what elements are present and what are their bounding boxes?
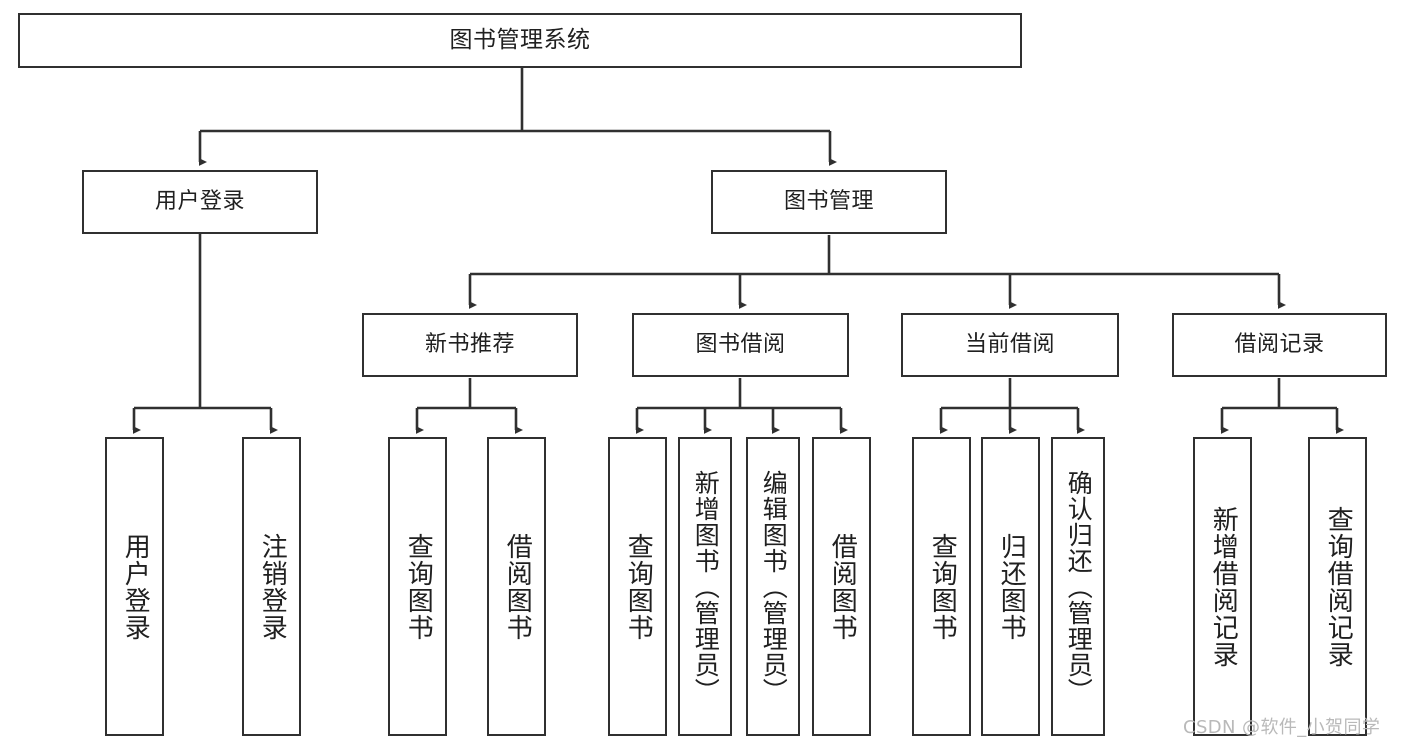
node-label: 查询借阅记录 [1323, 505, 1354, 668]
node-label: 用户登录 [154, 189, 245, 215]
node-label: 当前借阅 [964, 332, 1055, 358]
node-label: 图书管理 [783, 189, 874, 215]
leaf-logout[interactable]: 注销登录 [242, 437, 301, 736]
node-book-borrow[interactable]: 图书借阅 [632, 313, 849, 377]
leaf-borrow-book-recommend[interactable]: 借阅图书 [487, 437, 546, 736]
node-label: 图书借阅 [695, 332, 786, 358]
node-label: 借阅记录 [1234, 332, 1325, 358]
node-label: 图书管理系统 [449, 26, 591, 53]
node-label: 查询图书 [623, 532, 654, 641]
leaf-query-book-borrow[interactable]: 查询图书 [608, 437, 667, 736]
leaf-return-book[interactable]: 归还图书 [981, 437, 1040, 736]
leaf-edit-book-admin[interactable]: 编辑图书（管理员） [746, 437, 800, 736]
leaf-borrow-book[interactable]: 借阅图书 [812, 437, 871, 736]
leaf-add-borrow-record[interactable]: 新增借阅记录 [1193, 437, 1252, 736]
node-label: 编辑图书（管理员） [759, 469, 789, 704]
node-new-book-recommend[interactable]: 新书推荐 [362, 313, 578, 377]
node-label: 新增借阅记录 [1208, 505, 1239, 668]
leaf-query-book-recommend[interactable]: 查询图书 [388, 437, 447, 736]
node-label: 查询图书 [927, 532, 958, 641]
node-label: 新书推荐 [424, 332, 515, 358]
node-root-system[interactable]: 图书管理系统 [18, 13, 1022, 68]
leaf-user-login[interactable]: 用户登录 [105, 437, 164, 736]
node-borrow-record[interactable]: 借阅记录 [1172, 313, 1387, 377]
node-book-management[interactable]: 图书管理 [711, 170, 947, 234]
leaf-query-book-current[interactable]: 查询图书 [912, 437, 971, 736]
node-label: 借阅图书 [502, 532, 533, 641]
node-label: 注销登录 [257, 532, 288, 641]
node-label: 确认归还（管理员） [1064, 469, 1094, 704]
watermark-label: CSDN @软件_小贺同学 [1183, 717, 1381, 738]
node-label: 借阅图书 [827, 532, 858, 641]
leaf-query-borrow-record[interactable]: 查询借阅记录 [1308, 437, 1367, 736]
node-label: 归还图书 [996, 532, 1027, 641]
leaf-confirm-return-admin[interactable]: 确认归还（管理员） [1051, 437, 1105, 736]
node-label: 查询图书 [403, 532, 434, 641]
node-user-login[interactable]: 用户登录 [82, 170, 318, 234]
node-label: 用户登录 [120, 532, 151, 641]
node-label: 新增图书（管理员） [691, 469, 721, 704]
node-current-borrow[interactable]: 当前借阅 [901, 313, 1119, 377]
leaf-add-book-admin[interactable]: 新增图书（管理员） [678, 437, 732, 736]
